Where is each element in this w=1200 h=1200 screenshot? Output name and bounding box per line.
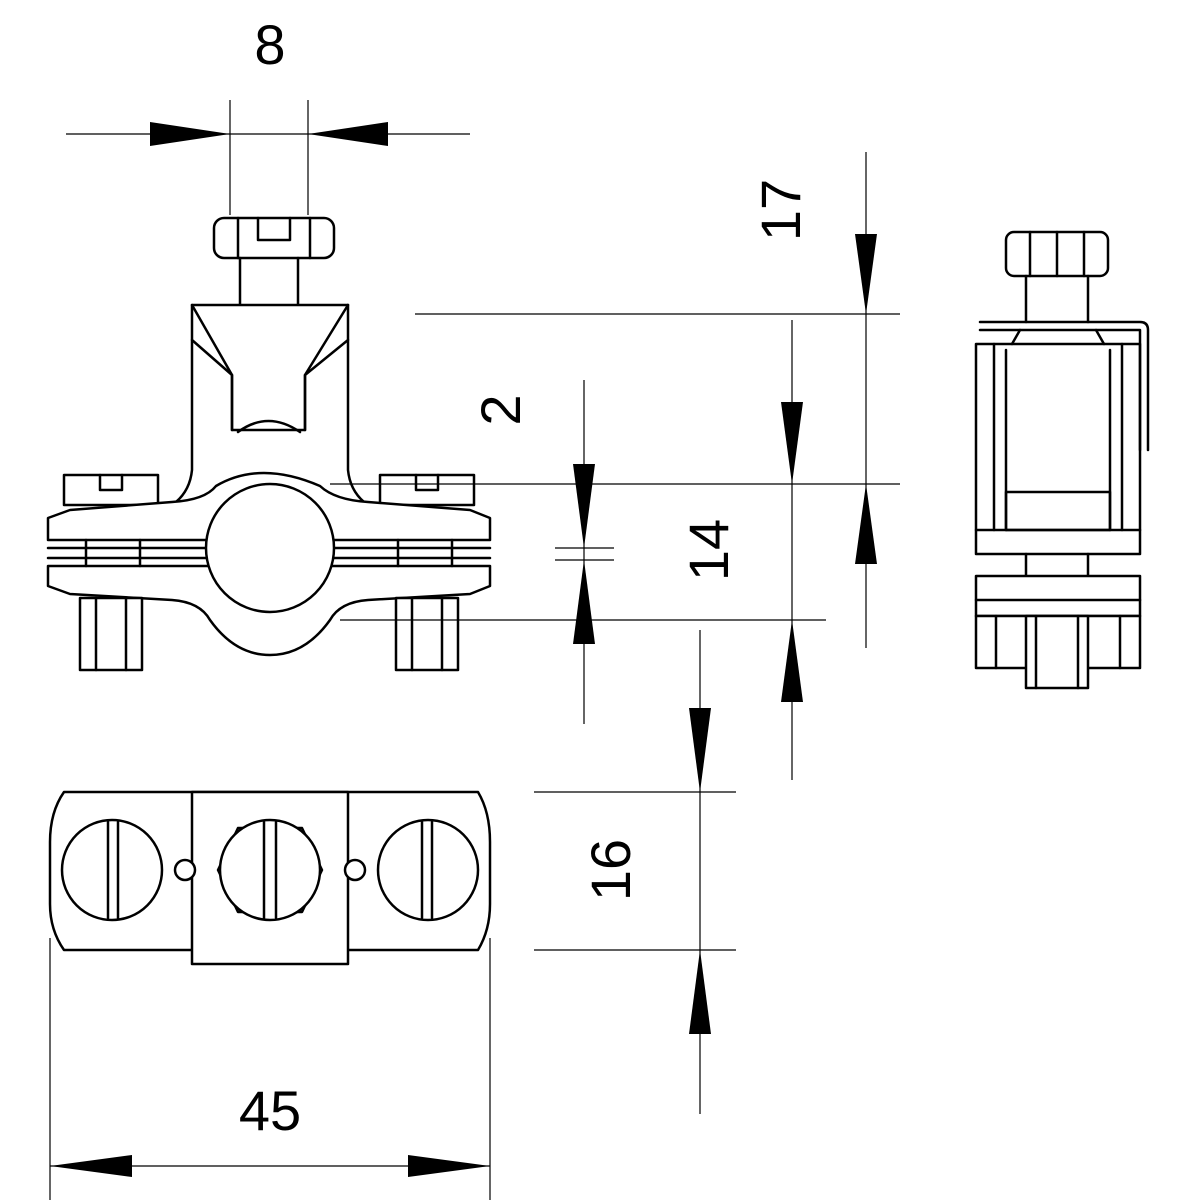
right-screw-head [378,473,476,507]
dim-2: 2 [469,380,614,724]
dim-14: 14 [677,519,740,581]
dim-16-label: 16 [579,839,642,901]
center-hex-nut-top [216,818,324,922]
top-screw-head [212,216,336,307]
dim-45-label: 45 [239,1079,301,1142]
dim-17: 17 [330,152,900,648]
top-view [48,790,492,966]
clamp-upper-body [174,303,366,504]
dim-16: 16 [534,630,736,1114]
right-screw-shank [394,596,460,672]
dim-17-label: 17 [749,179,812,241]
left-screw-shank [78,596,144,672]
left-screw-head [62,473,160,507]
dim-8: 8 [66,13,470,215]
side-view [974,230,1150,690]
dim-45: 45 [49,938,491,1200]
right-screw-top [376,818,480,922]
dim-8-label: 8 [254,13,285,76]
dim-14-label: 14 [677,519,740,581]
conductor-circle [204,482,336,614]
front-view [46,216,492,672]
left-screw-top [60,818,164,922]
dim-height-total [340,320,826,780]
dim-2-label: 2 [469,394,532,425]
